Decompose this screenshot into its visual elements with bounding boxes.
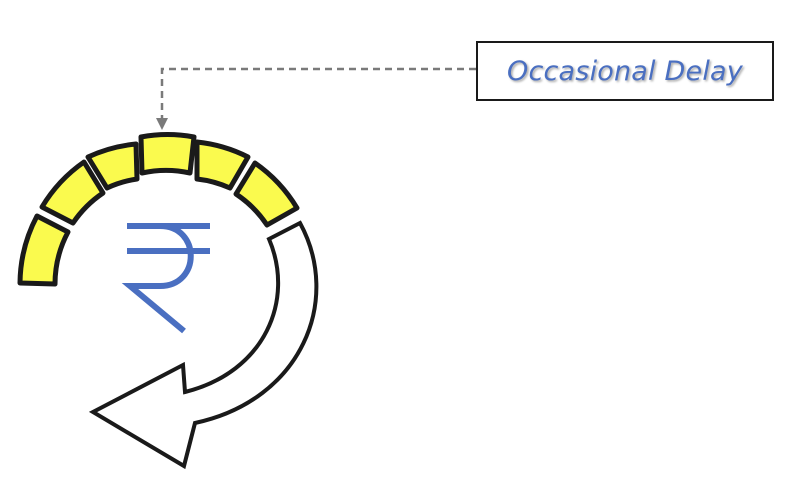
gauge-segment-3 [85, 141, 140, 191]
callout-label: Occasional Delay [507, 55, 743, 87]
pointer-arrowhead [156, 118, 168, 130]
gauge-segment-2 [39, 159, 106, 226]
gauge-segment-6 [233, 160, 300, 228]
dashed-pointer-line [160, 67, 476, 118]
callout-box: Occasional Delay [476, 41, 774, 101]
circular-return-arrow-icon [88, 220, 319, 470]
gauge-segment-4 [138, 132, 197, 176]
gauge-segment-1 [17, 213, 71, 287]
rupee-icon [121, 223, 210, 334]
delay-gauge [17, 132, 300, 287]
gauge-segment-5 [194, 139, 251, 191]
